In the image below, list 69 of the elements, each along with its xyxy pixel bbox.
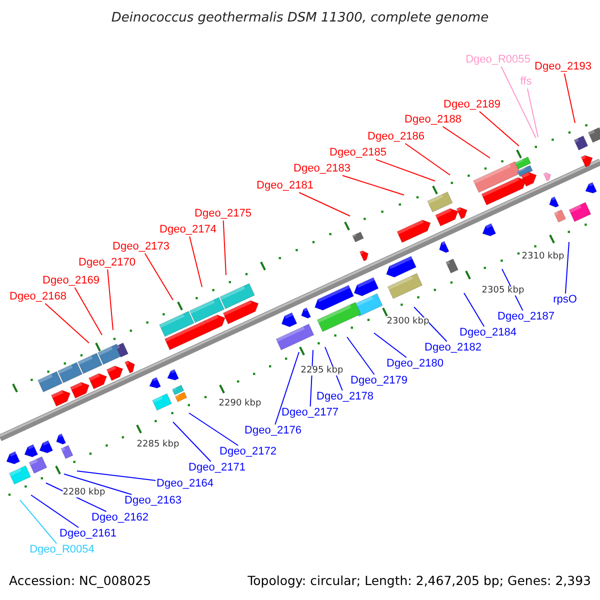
- gene-name-label: Dgeo_2164: [156, 478, 214, 490]
- gene-name-label: Dgeo_2176: [244, 426, 302, 436]
- gene-name-label: Dgeo_2174: [160, 224, 216, 236]
- leader-line: [274, 352, 300, 425]
- gene-name-label: Dgeo_2179: [350, 376, 408, 386]
- leader-line: [64, 474, 132, 495]
- leader-line: [189, 236, 202, 288]
- leader-line: [342, 175, 404, 196]
- leader-line: [414, 306, 448, 342]
- gene-name-label: Dgeo_2183: [294, 164, 350, 174]
- gene-name-label: Dgeo_2162: [92, 512, 148, 524]
- leader-line: [44, 303, 90, 344]
- scale-label: 2285 kbp: [136, 440, 180, 450]
- scale-label: 2290 kbp: [218, 400, 262, 408]
- leader-line: [478, 111, 520, 146]
- gene-name-label: Dgeo_2182: [424, 342, 482, 354]
- leader-line: [76, 470, 156, 481]
- leader-line: [74, 287, 102, 336]
- leader-line: [107, 269, 114, 330]
- gene-name-label: Dgeo_R0054: [30, 544, 94, 556]
- genome-stats-text: Topology: circular; Length: 2,467,205 bp; Genes: 2,393: [248, 575, 591, 588]
- gene-name-label: rpsO: [553, 294, 577, 306]
- gene-name-label: Dgeo_2178: [316, 392, 374, 402]
- gene-name-label: Dgeo_2163: [124, 496, 182, 506]
- gene-name-label: Dgeo_2177: [282, 408, 338, 418]
- leader-line: [464, 292, 485, 327]
- scale-label: 2280 kbp: [62, 488, 106, 498]
- leader-line: [298, 192, 350, 216]
- scale-label: 2300 kbp: [386, 318, 430, 326]
- gene-name-label: Dgeo_R0055: [466, 54, 530, 66]
- leader-line: [374, 332, 407, 358]
- gene-name-label: Dgeo_2188: [404, 114, 462, 126]
- leader-line: [564, 73, 576, 124]
- gene-name-label: Dgeo_2171: [188, 462, 246, 474]
- gene-name-label: ffs: [520, 76, 532, 88]
- scale-label: 2295 kbp: [300, 366, 344, 376]
- gene-name-label: Dgeo_2168: [10, 292, 66, 302]
- leader-line: [188, 412, 239, 446]
- gene-name-label: Dgeo_2169: [42, 276, 100, 286]
- gene-name-label: Dgeo_2175: [194, 208, 252, 220]
- leader-line: [564, 242, 570, 294]
- leader-line: [30, 494, 79, 528]
- gene-name-label: Dgeo_2161: [60, 528, 116, 540]
- scale-label: 2305 kbp: [482, 286, 524, 296]
- leader-line: [500, 66, 536, 138]
- gene-name-label: Dgeo_2172: [220, 446, 276, 458]
- gene-name-label: Dgeo_2185: [330, 148, 386, 158]
- leader-line: [442, 126, 490, 158]
- leader-line: [404, 143, 450, 176]
- gene-name-label: Dgeo_2184: [460, 328, 516, 338]
- gene-name-label: Dgeo_2181: [256, 180, 314, 192]
- leader-line: [172, 422, 212, 462]
- leader-line: [375, 159, 436, 182]
- gene-name-label: Dgeo_2180: [386, 358, 444, 370]
- leader-line: [20, 500, 58, 544]
- scale-label: 2310 kbp: [522, 252, 564, 262]
- accession-text: Accession: NC_008025: [9, 575, 152, 588]
- gene-name-label: Dgeo_2189: [444, 100, 500, 110]
- leader-line: [346, 336, 375, 375]
- gene-name-label: Dgeo_2193: [534, 62, 592, 72]
- leader-line: [144, 253, 174, 300]
- gene-name-label: Dgeo_2186: [368, 132, 424, 142]
- title: Deinococcus geothermalis DSM 11300, complete genome: [111, 12, 489, 24]
- leader-line: [222, 220, 226, 276]
- gene-name-label: Dgeo_2187: [498, 312, 554, 322]
- leader-line: [310, 350, 314, 407]
- leader-line: [526, 88, 538, 138]
- gene-name-label: Dgeo_2173: [112, 242, 170, 252]
- gene-name-label: Dgeo_2170: [78, 258, 136, 268]
